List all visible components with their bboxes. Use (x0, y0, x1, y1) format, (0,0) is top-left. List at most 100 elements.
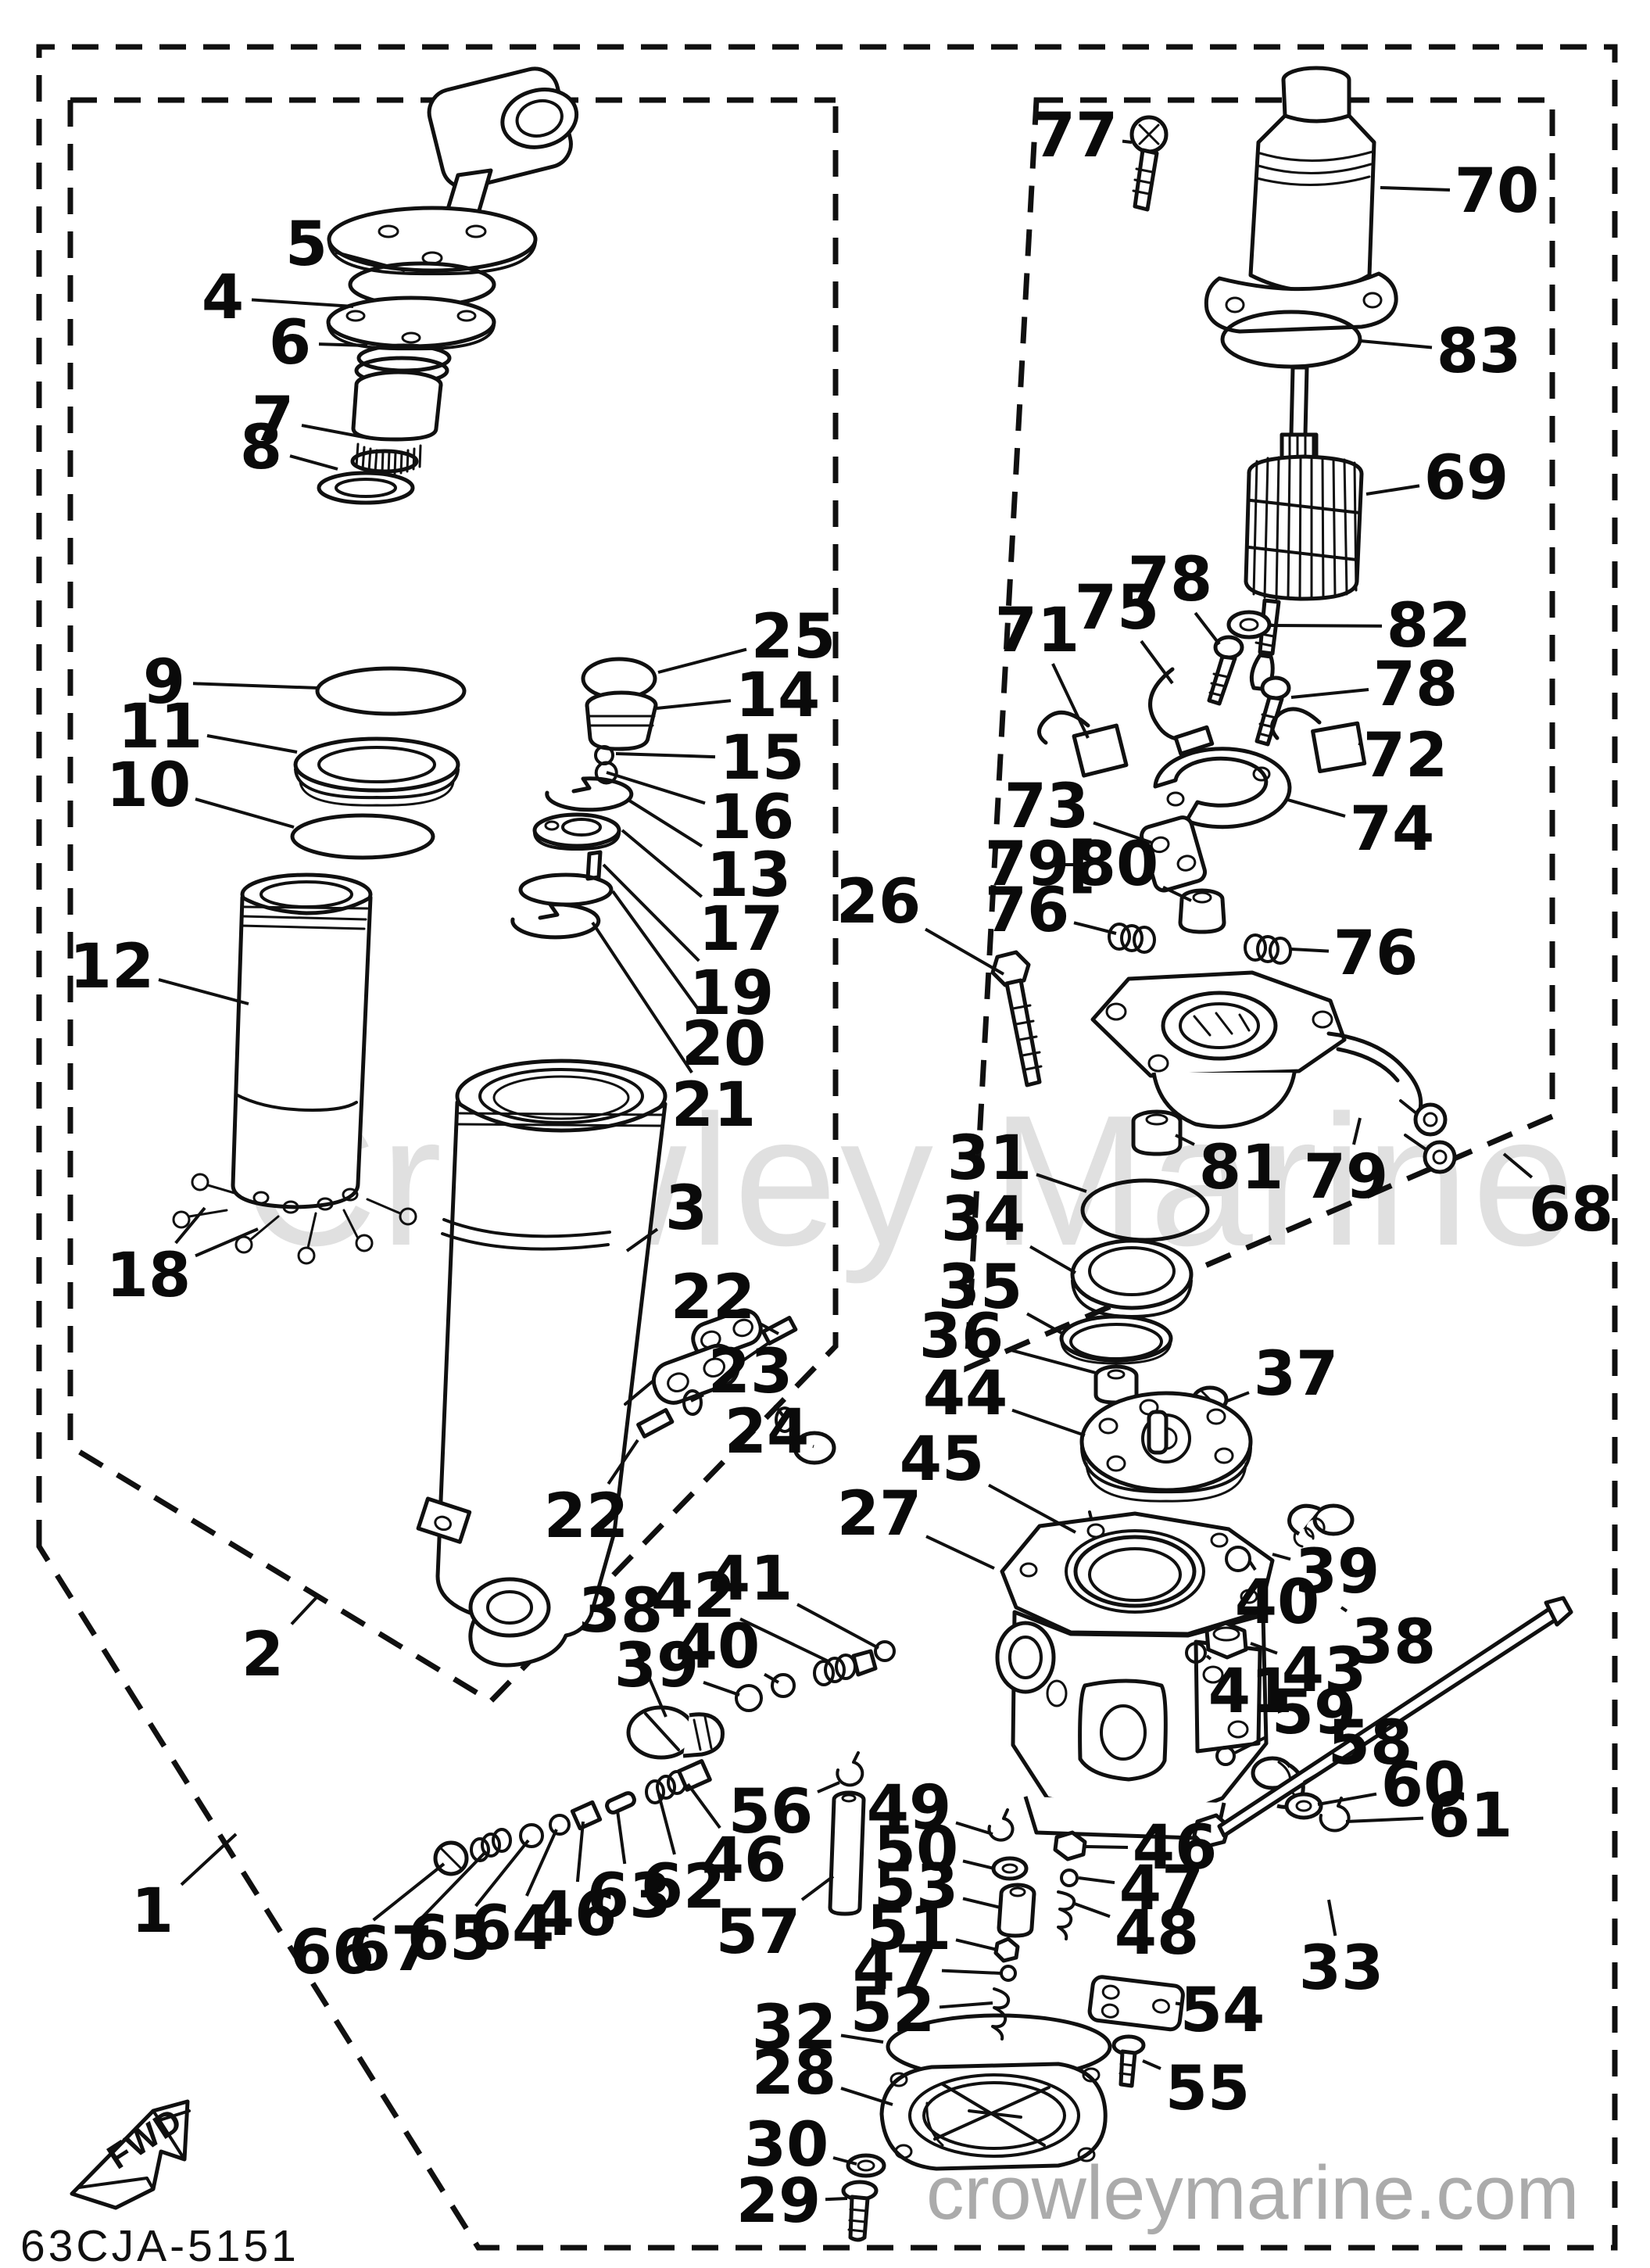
part-label-61: 61 (1428, 1781, 1513, 1851)
group-borders (36, 44, 1618, 2251)
part-label-16: 16 (710, 783, 795, 853)
leader-line-23 (690, 1393, 704, 1403)
trunnion-cluster (624, 1308, 836, 1465)
bushing-11 (293, 736, 460, 807)
part-label-33: 33 (1299, 1933, 1384, 2004)
part-label-78: 78 (1373, 650, 1459, 720)
bottom-cap (841, 2013, 1112, 2242)
part-label-47: 47 (853, 1933, 938, 2004)
part-label-74: 74 (1350, 794, 1435, 865)
left-boss (995, 1621, 1056, 1694)
part-label-63: 63 (587, 1861, 672, 1932)
leader-line-55 (1142, 2059, 1161, 2070)
leader-line-50 (962, 1859, 995, 1870)
part-label-59: 59 (1272, 1678, 1357, 1748)
diagram-code: 63CJA-5151 (20, 2221, 299, 2268)
leader-line-14 (656, 699, 732, 710)
part-label-40: 40 (675, 1612, 761, 1682)
leader-line-42 (739, 1617, 831, 1664)
part-label-17: 17 (699, 894, 784, 965)
leader-line-76 (1290, 948, 1330, 953)
leader-line-54 (1175, 2001, 1184, 2006)
leader-line-1 (180, 1833, 238, 1886)
part-label-49: 49 (867, 1773, 952, 1843)
cylinder-group-border (67, 97, 839, 1705)
part-label-56: 56 (728, 1777, 814, 1847)
oring-20 (518, 872, 614, 907)
part-label-9: 9 (143, 647, 185, 718)
sub-cylinder-12 (172, 872, 417, 1265)
valve-pin-46b (677, 1759, 712, 1792)
leader-line-13 (625, 797, 703, 848)
plug-43 (1204, 1621, 1248, 1660)
part-label-62: 62 (641, 1852, 726, 1922)
oring-40r (1225, 1546, 1251, 1572)
part-label-13: 13 (707, 840, 792, 911)
motor-screw-77 (1129, 115, 1169, 212)
leader-line-39 (703, 1681, 740, 1697)
relief-valve-39r (1287, 1503, 1355, 1548)
part-label-42: 42 (651, 1561, 736, 1632)
leader-line-32 (840, 2033, 884, 2044)
part-label-3: 3 (665, 1173, 707, 1244)
part-label-53: 53 (874, 1852, 959, 1922)
part-label-70: 70 (1455, 156, 1540, 227)
leader-line-62 (657, 1791, 676, 1855)
part-label-31: 31 (947, 1123, 1033, 1194)
part-label-35: 35 (938, 1252, 1023, 1323)
part-label-60: 60 (1381, 1750, 1466, 1821)
free-piston-14 (585, 690, 658, 751)
leader-line-18 (174, 1206, 206, 1245)
leader-line-12 (158, 978, 249, 1005)
pin-23b (775, 1406, 795, 1433)
valve-seat-17 (532, 812, 621, 851)
leader-line-48 (1072, 1901, 1111, 1919)
snap-ring-13 (545, 776, 634, 812)
spring-piston-42 (813, 1649, 878, 1686)
brush-spring-76b (1244, 933, 1292, 965)
part-label-39: 39 (614, 1631, 700, 1701)
leader-line-83 (1359, 339, 1433, 349)
leader-line-53 (962, 1897, 1001, 1909)
part-label-51: 51 (867, 1894, 952, 1964)
part-label-47: 47 (1119, 1854, 1204, 1924)
part-label-12: 12 (70, 932, 155, 1002)
shuttle-row (433, 1751, 866, 1916)
seal-8 (317, 471, 415, 505)
leader-line-34 (1029, 1245, 1076, 1274)
part-label-80: 80 (1074, 829, 1159, 900)
pin-23a (682, 1389, 703, 1416)
leader-line-7 (301, 424, 368, 439)
part-label-46: 46 (1133, 1813, 1218, 1883)
part-label-24: 24 (725, 1397, 810, 1467)
leader-line-46 (575, 1821, 585, 1883)
part-label-38: 38 (1351, 1607, 1437, 1678)
wire-harness-79 (1326, 1031, 1423, 1116)
leader-line-75 (1140, 640, 1174, 685)
part-label-77: 77 (1033, 101, 1118, 171)
leader-line-9 (192, 682, 320, 690)
leader-line-63 (616, 1810, 627, 1865)
part-label-27: 27 (837, 1479, 922, 1550)
pin-57 (828, 1790, 866, 1916)
part-label-41: 41 (1208, 1657, 1294, 1727)
part-label-54: 54 (1180, 1976, 1265, 2046)
part-label-6: 6 (269, 308, 311, 378)
leader-line-65 (474, 1839, 530, 1908)
part-label-52: 52 (850, 1976, 936, 2046)
part-label-55: 55 (1165, 2054, 1251, 2124)
leader-line-8 (289, 454, 338, 471)
part-label-22: 22 (671, 1263, 756, 1333)
brush-plate-74 (1153, 747, 1292, 829)
part-label-29: 29 (736, 2166, 821, 2237)
sub-cylinder-stack (172, 666, 467, 1265)
part-label-72: 72 (1363, 721, 1448, 791)
right-valve-parts (1185, 1503, 1573, 1849)
bolt-26 (990, 950, 1043, 1087)
part-label-28: 28 (752, 2038, 837, 2109)
leader-line-40 (1247, 1559, 1257, 1571)
valve-53 (997, 1883, 1036, 1938)
part-label-44: 44 (923, 1359, 1008, 1429)
bushing-34 (1070, 1238, 1194, 1318)
